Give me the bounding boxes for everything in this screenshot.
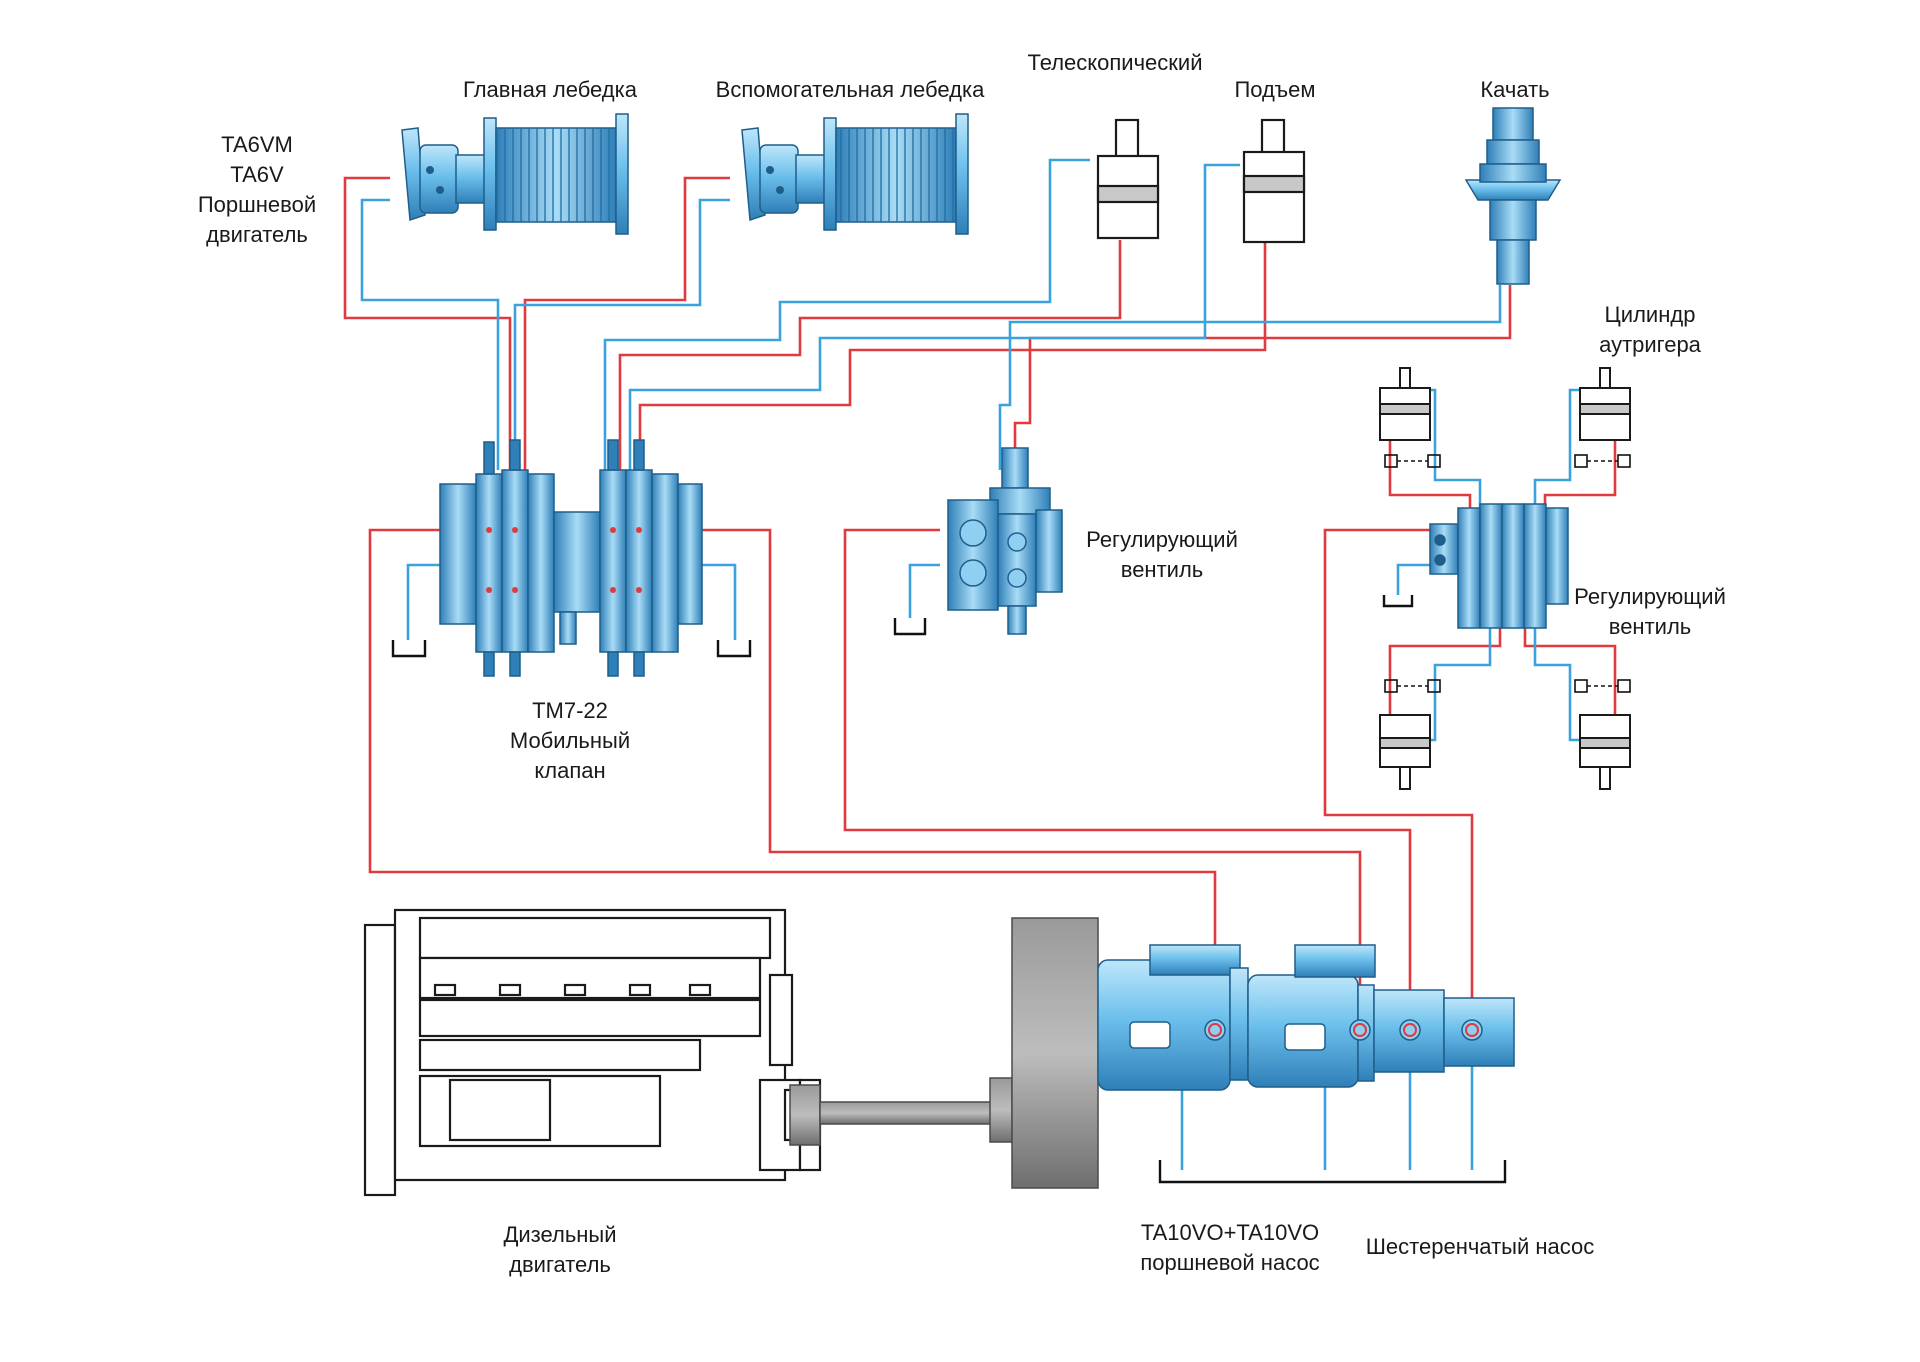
piston-pump-label-line: TA10VO+TA10VO [1140,1220,1320,1245]
mobile-valve-label: TM7-22 Мобильный клапан [470,696,670,786]
main-winch-drum-icon [483,113,629,235]
piston-pump-label: TA10VO+TA10VO поршневой насос [1110,1218,1350,1278]
diesel-label-line: Дизельный [503,1222,617,1247]
return-lines [360,158,1595,1170]
diesel-label: Дизельный двигатель [460,1220,660,1280]
aux-winch-label: Вспомогательная лебедка [715,77,985,102]
control-valve-1-label-line: вентиль [1120,557,1204,582]
mobile-valve-label-line: Мобильный [509,728,631,753]
control-valve-1-label-line: Регулирующий [1086,527,1238,552]
outrigger-cylinder-icon [1579,714,1631,790]
telescopic-cylinder-icon [1096,118,1160,240]
diesel-engine-icon [363,908,822,1197]
control-valve-2-label-line: вентиль [1608,614,1692,639]
motor-label-line: двигатель [206,222,308,247]
outrigger-label-line: Цилиндр [1604,302,1696,327]
motor-label-line: Поршневой [197,192,317,217]
main-winch-motor-icon [401,127,487,222]
outrigger-cylinders [1379,367,1631,790]
control-valve-2-label: Регулирующий вентиль [1550,582,1750,642]
mobile-valve-label-line: клапан [534,758,606,783]
telescopic-label: Телескопический [1027,50,1203,75]
control-valve-1-icon [947,447,1063,635]
gear-pump-label: Шестеренчатый насос [1365,1234,1595,1259]
tm7-22-mobile-valve-icon [439,439,703,677]
pump-ports [1208,1023,1479,1037]
gear-pump-icon [1373,989,1515,1073]
control-valve-2-label-line: Регулирующий [1574,584,1726,609]
tank-symbols [391,595,1507,1184]
aux-winch [741,113,969,235]
outrigger-cylinder-label: Цилиндр аутригера [1560,300,1740,360]
outrigger-cylinder-icon [1379,367,1431,441]
motor-label-line: TA6VM [221,132,293,157]
mobile-valve-label-line: TM7-22 [532,698,608,723]
main-winch-label: Главная лебедка [463,77,637,102]
motor-label: TA6VM TA6V Поршневой двигатель [192,130,322,250]
aux-winch-drum-icon [823,113,969,235]
control-valve-1-label: Регулирующий вентиль [1062,525,1262,585]
swing-label: Качать [1480,77,1550,102]
piston-pump-label-line: поршневой насос [1140,1250,1320,1275]
lift-label: Подъем [1234,77,1316,102]
outrigger-label-line: аутригера [1599,332,1701,357]
piston-pump-icon [1097,944,1376,1091]
drive-shaft [789,917,1099,1189]
diesel-label-line: двигатель [509,1252,611,1277]
check-valve-symbols [1384,454,1631,693]
main-winch [401,113,629,235]
flywheel [1011,917,1099,1189]
outrigger-cylinder-icon [1379,714,1431,790]
swing-motor-icon [1464,107,1562,285]
motor-label-line: TA6V [230,162,284,187]
lift-cylinder-icon [1242,118,1306,244]
control-valve-2-icon [1429,503,1569,629]
aux-winch-motor-icon [741,127,827,222]
outrigger-cylinder-icon [1579,367,1631,441]
